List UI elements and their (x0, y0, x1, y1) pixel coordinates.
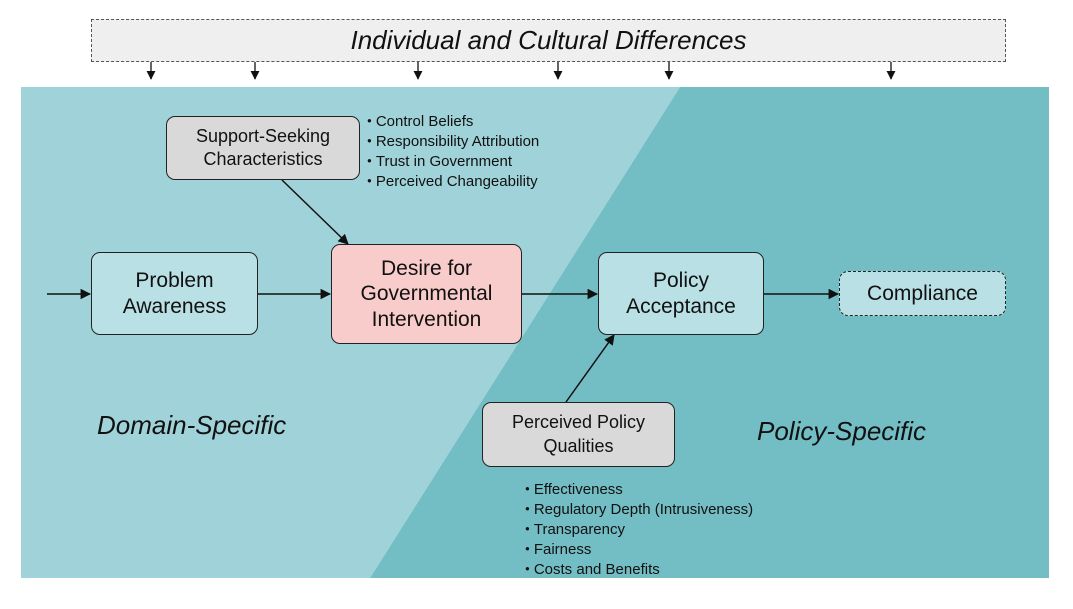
compliance-box: Compliance (839, 271, 1006, 316)
problem-awareness-box: Problem Awareness (91, 252, 258, 335)
domain-specific-label: Domain-Specific (97, 410, 287, 440)
support-seeking-item: Responsibility Attribution (367, 131, 539, 151)
policy-quality-item: Costs and Benefits (525, 559, 753, 579)
policy-acceptance-box: Policy Acceptance (598, 252, 764, 335)
desire-for-intervention-label: Desire for Governmental Intervention (360, 256, 493, 331)
desire-for-intervention-box: Desire for Governmental Intervention (331, 244, 522, 344)
support-seeking-item: Trust in Government (367, 151, 539, 171)
perceived-policy-qualities-box: Perceived Policy Qualities (482, 402, 675, 467)
support-seeking-label: Support-Seeking Characteristics (195, 125, 331, 169)
policy-quality-item: Transparency (525, 519, 753, 539)
policy-quality-item: Fairness (525, 539, 753, 559)
arrow-qualities-to-acceptance (565, 334, 615, 403)
policy-specific-label: Policy-Specific (757, 416, 927, 446)
compliance-label: Compliance (867, 281, 978, 305)
perceived-policy-qualities-label: Perceived Policy Qualities (511, 412, 646, 456)
support-seeking-list: Control Beliefs Responsibility Attributi… (367, 111, 539, 191)
support-seeking-item: Control Beliefs (367, 111, 539, 131)
problem-awareness-label: Problem Awareness (122, 268, 227, 318)
policy-quality-item: Effectiveness (525, 479, 753, 499)
policy-acceptance-label: Policy Acceptance (626, 268, 736, 318)
support-seeking-box: Support-Seeking Characteristics (166, 116, 360, 180)
policy-quality-item: Regulatory Depth (Intrusiveness) (525, 499, 753, 519)
banner-title: Individual and Cultural Differences (350, 25, 747, 55)
individual-cultural-differences-banner: Individual and Cultural Differences (91, 19, 1006, 62)
policy-qualities-list: Effectiveness Regulatory Depth (Intrusiv… (525, 479, 753, 579)
arrow-support-to-desire (281, 179, 349, 245)
support-seeking-item: Perceived Changeability (367, 171, 539, 191)
